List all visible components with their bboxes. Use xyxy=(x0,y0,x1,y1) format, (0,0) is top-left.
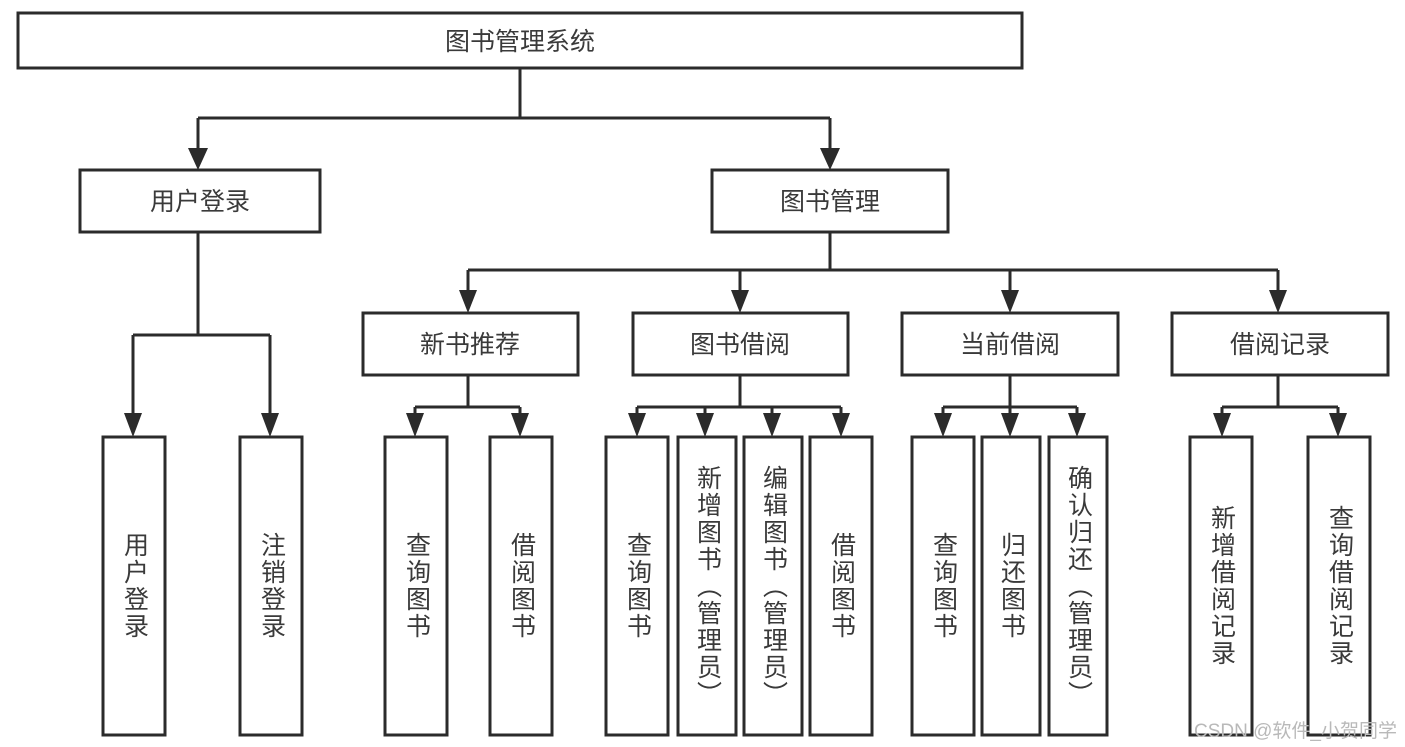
connector-group-current-borrow xyxy=(934,375,1086,437)
node-root-box[interactable] xyxy=(16,11,1024,70)
arrow-head-book-manage xyxy=(820,148,840,170)
node-user-login[interactable]: 用户登录 xyxy=(78,168,322,234)
arrow-head-book-borrow xyxy=(731,290,749,313)
connector-group-borrow-record xyxy=(1213,375,1347,437)
node-book-borrow[interactable]: 图书借阅 xyxy=(631,311,850,377)
node-borrow-record-label: 借阅记录 xyxy=(1230,331,1330,359)
arrow-head-leaf-12 xyxy=(1213,413,1231,437)
node-book-manage[interactable]: 图书管理 xyxy=(710,168,950,234)
arrow-head-leaf-13 xyxy=(1329,413,1347,437)
node-user-login-box[interactable] xyxy=(78,168,322,234)
arrow-head-leaf-8 xyxy=(832,413,850,437)
arrow-head-current-borrow xyxy=(1001,290,1019,313)
arrow-head-new-book-rec xyxy=(459,290,477,313)
node-borrow-record-box[interactable] xyxy=(1170,311,1390,377)
connector-group-book-borrow xyxy=(628,375,850,437)
arrow-head-leaf-6 xyxy=(696,413,714,437)
node-book-borrow-box[interactable] xyxy=(631,311,850,377)
node-leaf-4-box[interactable] xyxy=(488,435,554,737)
node-leaf-1-box[interactable] xyxy=(101,435,167,737)
node-current-borrow-label: 当前借阅 xyxy=(960,331,1060,359)
node-leaf-11-box[interactable] xyxy=(1047,435,1109,737)
arrow-head-user-login xyxy=(188,148,208,170)
node-leaf-13-box[interactable] xyxy=(1306,435,1372,737)
arrow-head-leaf-9 xyxy=(934,413,952,437)
node-user-login-label: 用户登录 xyxy=(150,188,250,216)
node-leaf-6-box[interactable] xyxy=(676,435,738,737)
node-leaf-5-box[interactable] xyxy=(604,435,670,737)
node-leaf-12-box[interactable] xyxy=(1188,435,1254,737)
node-leaf-7-box[interactable] xyxy=(742,435,804,737)
arrow-head-borrow-record xyxy=(1269,290,1287,313)
node-leaf-9-box[interactable] xyxy=(910,435,976,737)
arrow-head-leaf-7 xyxy=(763,413,781,437)
node-book-manage-box[interactable] xyxy=(710,168,950,234)
node-root-label: 图书管理系统 xyxy=(445,28,595,56)
arrow-head-leaf-5 xyxy=(628,413,646,437)
connector-group-root xyxy=(188,68,840,170)
node-new-book-rec[interactable]: 新书推荐 xyxy=(361,311,580,377)
arrow-head-leaf-4 xyxy=(511,413,529,437)
node-borrow-record[interactable]: 借阅记录 xyxy=(1170,311,1390,377)
connector-group-user-login xyxy=(124,232,279,437)
node-current-borrow[interactable]: 当前借阅 xyxy=(900,311,1120,377)
arrow-head-leaf-1 xyxy=(124,413,142,437)
node-leaf-3-box[interactable] xyxy=(383,435,449,737)
node-new-book-rec-label: 新书推荐 xyxy=(420,331,520,359)
arrow-head-leaf-10 xyxy=(1001,413,1019,437)
arrow-head-leaf-2 xyxy=(261,413,279,437)
node-leaf-8-box[interactable] xyxy=(808,435,874,737)
node-book-manage-label: 图书管理 xyxy=(780,188,880,216)
node-leaf-10-box[interactable] xyxy=(980,435,1042,737)
node-current-borrow-box[interactable] xyxy=(900,311,1120,377)
node-book-borrow-label: 图书借阅 xyxy=(690,331,790,359)
connector-group-book-manage xyxy=(459,232,1287,313)
arrow-head-leaf-3 xyxy=(406,413,424,437)
node-new-book-rec-box[interactable] xyxy=(361,311,580,377)
node-leaf-2-box[interactable] xyxy=(238,435,304,737)
node-root[interactable]: 图书管理系统 xyxy=(16,11,1024,70)
arrow-head-leaf-11 xyxy=(1068,413,1086,437)
connector-group-new-book-rec xyxy=(406,375,529,437)
csdn-watermark: CSDN @软件_小贺同学 xyxy=(1194,721,1397,742)
